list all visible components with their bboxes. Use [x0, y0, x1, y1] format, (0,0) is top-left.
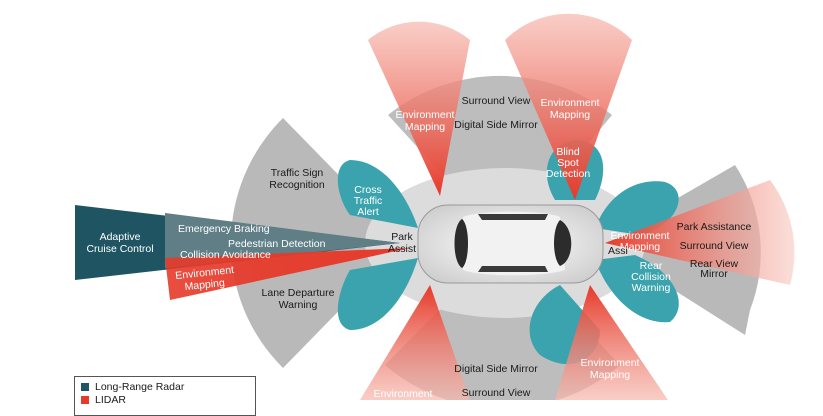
adaptive-cruise-label-2: Cruise Control — [86, 243, 153, 255]
park-assist-front-label-2: Assist — [388, 243, 416, 255]
env-mapping-top-right-label-1: Environment — [541, 97, 600, 109]
surround-view-rear-label: Surround View — [680, 240, 749, 252]
blind-spot-label-3: Detection — [546, 168, 591, 180]
park-assistance-rear-label: Park Assistance — [677, 221, 752, 233]
bottom-left-lidar-beam — [360, 285, 470, 400]
front-lidar-beam — [165, 248, 410, 300]
blind-spot-label-1: Blind — [556, 146, 580, 158]
rear-view-mirror-label-2: Mirror — [700, 268, 728, 280]
legend-item: Long-Range Radar — [81, 380, 249, 393]
rear-collision-label-1: Rear — [640, 260, 663, 272]
env-mapping-bottom-left-label: Environment — [374, 388, 433, 400]
adaptive-cruise-label-1: Adaptive — [100, 231, 141, 243]
top-right-lidar-beam — [505, 13, 632, 201]
rear-view-mirror-label-1: Rear View — [690, 258, 739, 270]
legend: Long-Range Radar LIDAR — [74, 376, 256, 416]
env-mapping-top-left-label-1: Environment — [396, 109, 455, 121]
env-mapping-front-label-2: Mapping — [184, 277, 225, 293]
rear-collision-label-3: Warning — [632, 282, 671, 294]
digital-mirror-top-label: Digital Side Mirror — [454, 119, 538, 131]
env-mapping-bottom-right-label-2: Mapping — [590, 369, 630, 381]
sensor-coverage-svg: Adaptive Cruise Control Emergency Brakin… — [75, 13, 795, 409]
park-assist-rear-fragment: Assi — [608, 245, 628, 257]
cross-traffic-label-1: Cross — [354, 184, 381, 196]
rear-top-radar — [595, 181, 679, 235]
legend-swatch-long-range-radar — [81, 382, 89, 391]
rear-collision-label-2: Collision — [631, 271, 671, 283]
front-left-radar — [337, 160, 418, 228]
rear-lidar-beam — [605, 180, 795, 285]
traffic-sign-label-1: Traffic Sign — [271, 167, 324, 179]
front-camera-beam — [165, 213, 400, 268]
top-left-lidar-beam — [368, 21, 470, 196]
lane-departure-label-1: Lane Departure — [262, 287, 335, 299]
collision-avoidance-label: Collision Avoidance — [180, 249, 271, 261]
adas-sensor-diagram: Adaptive Cruise Control Emergency Brakin… — [74, 13, 795, 416]
pedestrian-detection-label: Pedestrian Detection — [228, 238, 326, 250]
cross-traffic-label-2: Traffic — [354, 195, 383, 207]
park-assist-front-label-1: Park — [391, 231, 413, 243]
env-mapping-bottom-right-label-1: Environment — [581, 357, 640, 369]
legend-label: Long-Range Radar — [95, 380, 185, 393]
bottom-right-lidar-beam — [555, 285, 668, 400]
env-mapping-top-right-label-2: Mapping — [550, 109, 590, 121]
traffic-sign-label-2: Recognition — [269, 179, 325, 191]
blind-spot-label-2: Spot — [557, 157, 579, 169]
env-mapping-rear-label-1: Environment — [611, 230, 670, 242]
env-mapping-rear-label-2: Mapping — [620, 241, 660, 253]
lane-departure-label-2: Warning — [279, 299, 318, 311]
cross-traffic-label-3: Alert — [357, 206, 379, 218]
digital-mirror-bottom-label: Digital Side Mirror — [454, 363, 538, 375]
emergency-braking-label: Emergency Braking — [178, 223, 270, 235]
surround-view-top-label: Surround View — [462, 95, 531, 107]
rear-bottom-radar — [595, 255, 679, 323]
env-mapping-top-left-label-2: Mapping — [405, 121, 445, 133]
front-right-radar — [337, 258, 418, 330]
surround-view-bottom-label: Surround View — [462, 387, 531, 399]
car — [417, 204, 604, 284]
